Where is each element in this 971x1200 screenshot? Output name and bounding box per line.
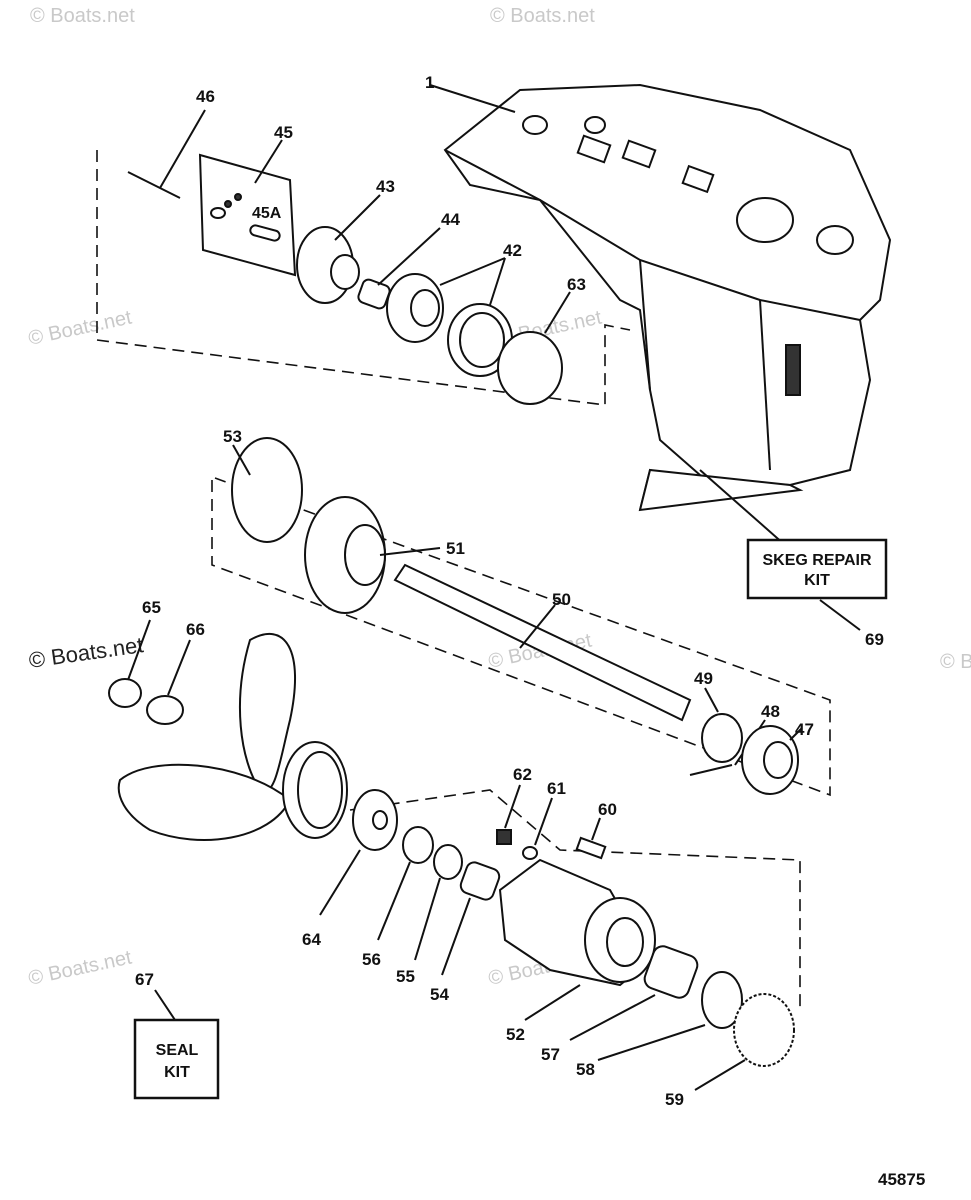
callout-64: 64 <box>302 930 321 949</box>
callout-61: 61 <box>547 779 566 798</box>
callout-54: 54 <box>430 985 449 1004</box>
ring-53 <box>231 437 303 543</box>
bearing-54 <box>441 861 501 976</box>
group-outline-lower <box>349 789 801 1010</box>
clutch-47 <box>741 725 803 795</box>
callout-65: 65 <box>142 598 161 617</box>
thrust-washer-64 <box>319 789 398 916</box>
callout-51: 51 <box>446 539 465 558</box>
callout-44: 44 <box>441 210 460 229</box>
watermark-strong: © Boats.net <box>27 632 145 673</box>
nut-65 <box>108 619 151 708</box>
tab-washer-66 <box>146 639 191 725</box>
tapered-bearing-42 <box>386 257 513 377</box>
callout-49: 49 <box>694 669 713 688</box>
group-outline-upper <box>96 150 631 406</box>
housing-1-leader <box>429 84 516 113</box>
callout-53: 53 <box>223 427 242 446</box>
callout-52: 52 <box>506 1025 525 1044</box>
seal-55 <box>414 844 463 961</box>
watermark: © Boats.net <box>30 5 135 27</box>
callout-45a: 45A <box>252 205 282 222</box>
skeg-box-line1: SKEG REPAIR <box>762 552 872 569</box>
callout-60: 60 <box>598 800 617 819</box>
callout-47: 47 <box>795 720 814 739</box>
skeg-leader <box>699 469 786 546</box>
seal-67-leader <box>154 989 176 1021</box>
group-outline-middle <box>211 477 831 797</box>
callout-66: 66 <box>186 620 205 639</box>
callout-56: 56 <box>362 950 381 969</box>
seal-box-line2: KIT <box>164 1064 190 1081</box>
callout-59: 59 <box>665 1090 684 1109</box>
forward-gear-51 <box>304 496 441 614</box>
propeller-shaft-50 <box>393 563 692 722</box>
callout-67: 67 <box>135 970 154 989</box>
pinion-gear-43 <box>296 194 381 304</box>
seal-kit-box <box>133 1018 220 1100</box>
seal-box-line1: SEAL <box>156 1042 199 1059</box>
callout-57: 57 <box>541 1045 560 1064</box>
ring-49 <box>701 687 743 763</box>
skeg-box-line2: KIT <box>804 572 830 589</box>
skeg-repair-kit-box <box>746 538 888 600</box>
bearing-57 <box>569 945 699 1041</box>
callout-62: 62 <box>513 765 532 784</box>
skeg-69-leader <box>819 599 861 631</box>
callout-55: 55 <box>396 967 415 986</box>
callout-1: 1 <box>425 73 434 92</box>
washer-58 <box>597 971 743 1061</box>
figure-number: 45875 <box>878 1170 925 1189</box>
nut-62 <box>496 784 521 845</box>
callout-63: 63 <box>567 275 586 294</box>
callout-45: 45 <box>274 123 293 142</box>
thrust-bearing-59 <box>694 993 795 1091</box>
seal-56 <box>377 826 434 941</box>
callout-46: 46 <box>196 87 215 106</box>
gear-housing <box>443 83 892 512</box>
callout-58: 58 <box>576 1060 595 1079</box>
watermark: © Boats.net <box>940 651 971 673</box>
propeller <box>117 633 348 841</box>
bearing-44 <box>357 227 441 310</box>
o-ring-63 <box>497 291 571 405</box>
bearing-carrier-52 <box>498 858 656 1021</box>
pin-46 <box>127 109 206 199</box>
callout-43: 43 <box>376 177 395 196</box>
pin-60 <box>575 817 607 860</box>
callout-50: 50 <box>552 590 571 609</box>
watermark: © Boats.net <box>490 5 595 27</box>
shim-plate-45 <box>198 139 297 277</box>
callout-48: 48 <box>761 702 780 721</box>
o-ring-61 <box>522 797 553 860</box>
callout-42: 42 <box>503 241 522 260</box>
callout-69: 69 <box>865 630 884 649</box>
watermark: © Boats.net <box>26 946 134 989</box>
